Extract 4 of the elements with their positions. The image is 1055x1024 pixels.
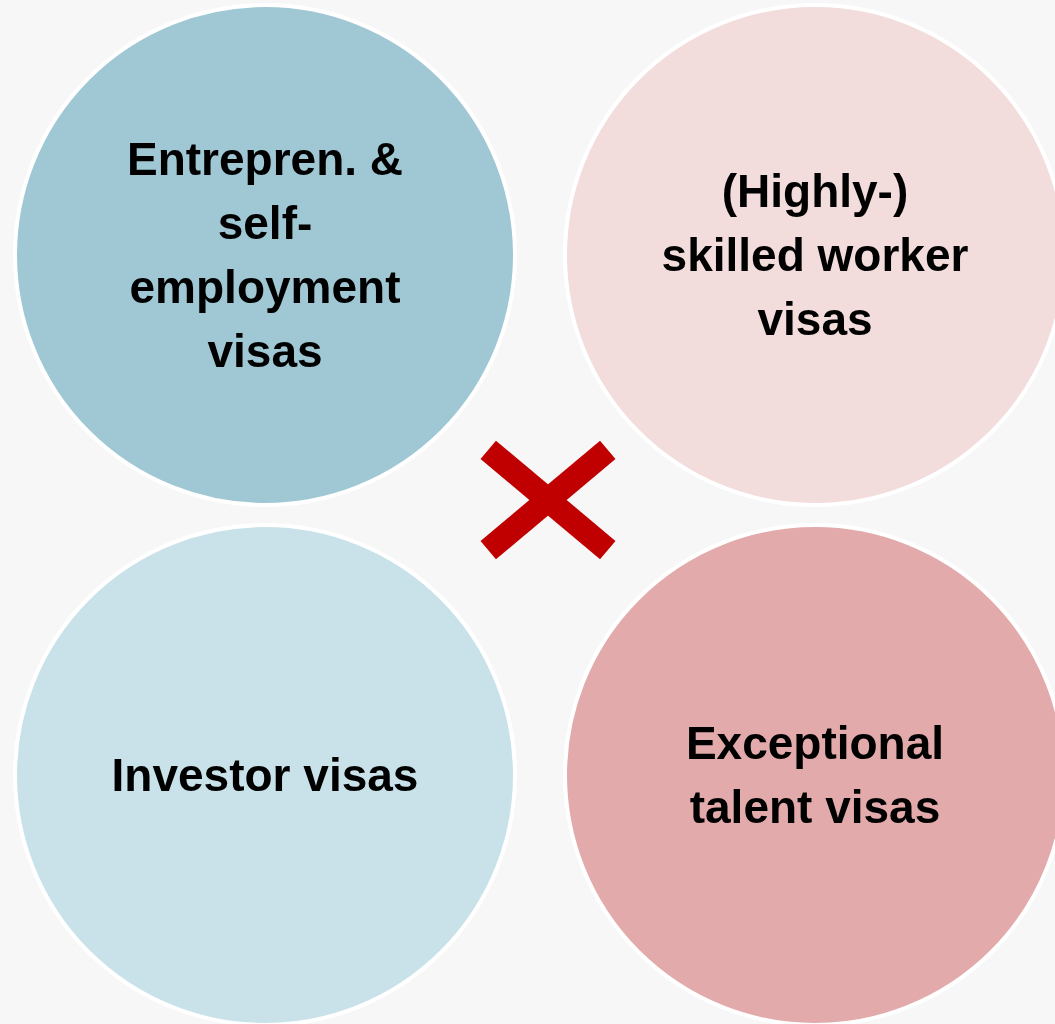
circle-label: Entrepren. & self-employment visas	[125, 132, 404, 379]
circle-label: (Highly-) skilled worker visas	[660, 164, 970, 347]
circle-label: Investor visas	[110, 748, 420, 803]
circle-label: Exceptional talent visas	[684, 716, 946, 835]
